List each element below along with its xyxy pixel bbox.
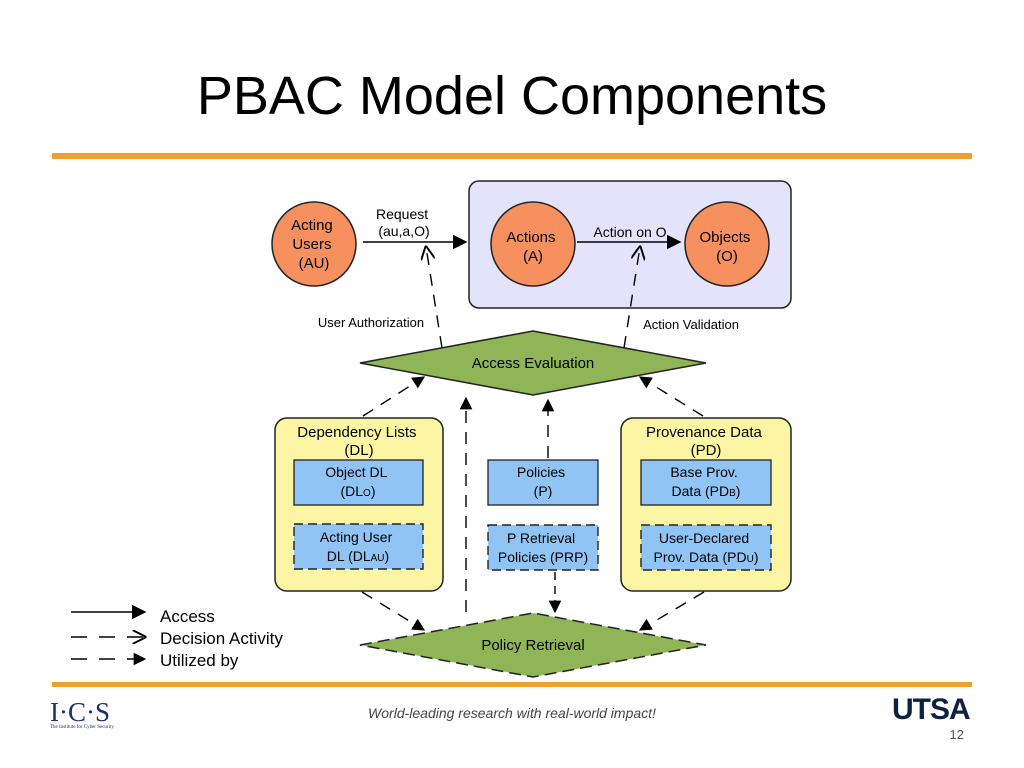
pd-to-access-evaluation-arrow bbox=[638, 376, 704, 417]
user-declared-prov-data-label: User-Declared Prov. Data (PDU) bbox=[653, 530, 758, 565]
p-retrieval-policies-label: P Retrieval Policies (PRP) bbox=[498, 530, 588, 565]
dl-to-access-evaluation-arrow bbox=[362, 376, 426, 417]
ics-logo: I·C·S The Institute for Cyber Security bbox=[50, 697, 130, 737]
ics-logo-letters: I·C·S bbox=[50, 697, 110, 727]
p-retrieval-policies-box bbox=[487, 524, 599, 571]
page-number: 12 bbox=[949, 727, 964, 742]
action-on-o-label: Action on O bbox=[593, 224, 666, 240]
action-validation-label: Action Validation bbox=[643, 317, 739, 332]
base-prov-data-label: Base Prov. Data (PDB) bbox=[670, 464, 741, 499]
access-evaluation-node bbox=[359, 330, 707, 396]
provenance-data-title: Provenance Data (PD) bbox=[646, 424, 766, 459]
access-evaluation-label: Access Evaluation bbox=[472, 355, 595, 372]
acting-user-dl-box bbox=[293, 523, 424, 570]
acting-users-label: Acting Users (AU) bbox=[291, 217, 337, 272]
legend-decision-label: Decision Activity bbox=[160, 629, 283, 648]
legend: Access Decision Activity Utilized by bbox=[71, 604, 283, 670]
dependency-lists-title: Dependency Lists (DL) bbox=[297, 424, 420, 459]
policies-box bbox=[487, 459, 599, 506]
user-authorization-arrow bbox=[426, 247, 443, 349]
objects-node bbox=[684, 201, 770, 287]
action-validation-arrow bbox=[623, 247, 640, 349]
actions-label: Actions (A) bbox=[506, 229, 559, 265]
footer-divider bbox=[52, 682, 972, 687]
legend-access-label: Access bbox=[160, 607, 215, 626]
slide-title: PBAC Model Components bbox=[196, 66, 828, 126]
pd-to-policy-retrieval-arrow bbox=[638, 591, 705, 631]
policies-label: Policies (P) bbox=[517, 464, 569, 499]
footer-tagline: World-leading research with real-world i… bbox=[368, 705, 656, 721]
legend-utilized-label: Utilized by bbox=[160, 651, 239, 670]
base-prov-data-box bbox=[640, 459, 772, 506]
acting-users-node bbox=[271, 201, 357, 287]
policy-retrieval-label: Policy Retrieval bbox=[481, 637, 584, 654]
object-dl-label: Object DL (DLO) bbox=[325, 464, 391, 499]
objects-label: Objects (O) bbox=[699, 229, 754, 265]
request-label: Request (au,a,O) bbox=[376, 206, 432, 239]
user-authorization-label: User Authorization bbox=[318, 315, 424, 330]
utsa-logo: UTSA bbox=[892, 693, 971, 726]
actions-node bbox=[490, 201, 576, 287]
object-dl-box bbox=[293, 459, 424, 506]
user-declared-prov-data-box bbox=[640, 524, 772, 571]
policy-retrieval-node bbox=[359, 612, 707, 678]
ics-logo-subtitle: The Institute for Cyber Security bbox=[50, 725, 114, 730]
title-divider bbox=[52, 153, 972, 159]
acting-user-dl-label: Acting User DL (DLAU) bbox=[320, 529, 396, 564]
dl-to-policy-retrieval-arrow bbox=[361, 591, 426, 631]
